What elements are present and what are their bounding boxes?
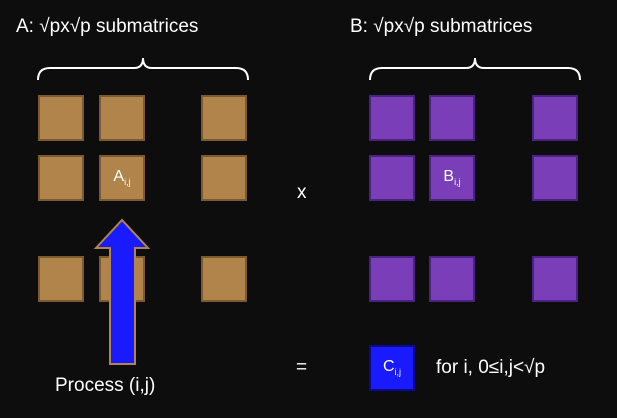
a-block-highlighted: Ai,j bbox=[99, 155, 145, 201]
b-block bbox=[429, 256, 475, 302]
matrix-b-brace bbox=[369, 57, 581, 81]
a-block bbox=[38, 95, 84, 141]
a-block bbox=[201, 256, 247, 302]
b-block bbox=[532, 256, 578, 302]
b-block-highlighted: Bi,j bbox=[429, 155, 475, 201]
matrix-b-title: B: √px√p submatrices bbox=[350, 16, 533, 37]
a-block bbox=[38, 256, 84, 302]
matrix-a-brace bbox=[37, 57, 249, 81]
b-block bbox=[369, 155, 415, 201]
b-block bbox=[532, 95, 578, 141]
a-block bbox=[201, 155, 247, 201]
result-condition: for i, 0≤i,j<√p bbox=[436, 357, 546, 378]
b-block bbox=[429, 95, 475, 141]
b-block bbox=[369, 95, 415, 141]
a-block bbox=[38, 155, 84, 201]
arrow-shape bbox=[93, 218, 151, 365]
equals-operator: = bbox=[296, 357, 308, 378]
a-block bbox=[99, 95, 145, 141]
a-block bbox=[201, 95, 247, 141]
b-block bbox=[369, 256, 415, 302]
process-label: Process (i,j) bbox=[55, 375, 156, 396]
matrix-a-title: A: √px√p submatrices bbox=[16, 16, 199, 37]
c-block: Ci,j bbox=[369, 345, 415, 391]
c-block-label: Ci,j bbox=[382, 358, 402, 377]
b-block bbox=[532, 155, 578, 201]
b-block-label: Bi,j bbox=[443, 168, 461, 187]
a-block-label: Ai,j bbox=[113, 168, 131, 187]
multiply-operator: x bbox=[297, 182, 307, 203]
